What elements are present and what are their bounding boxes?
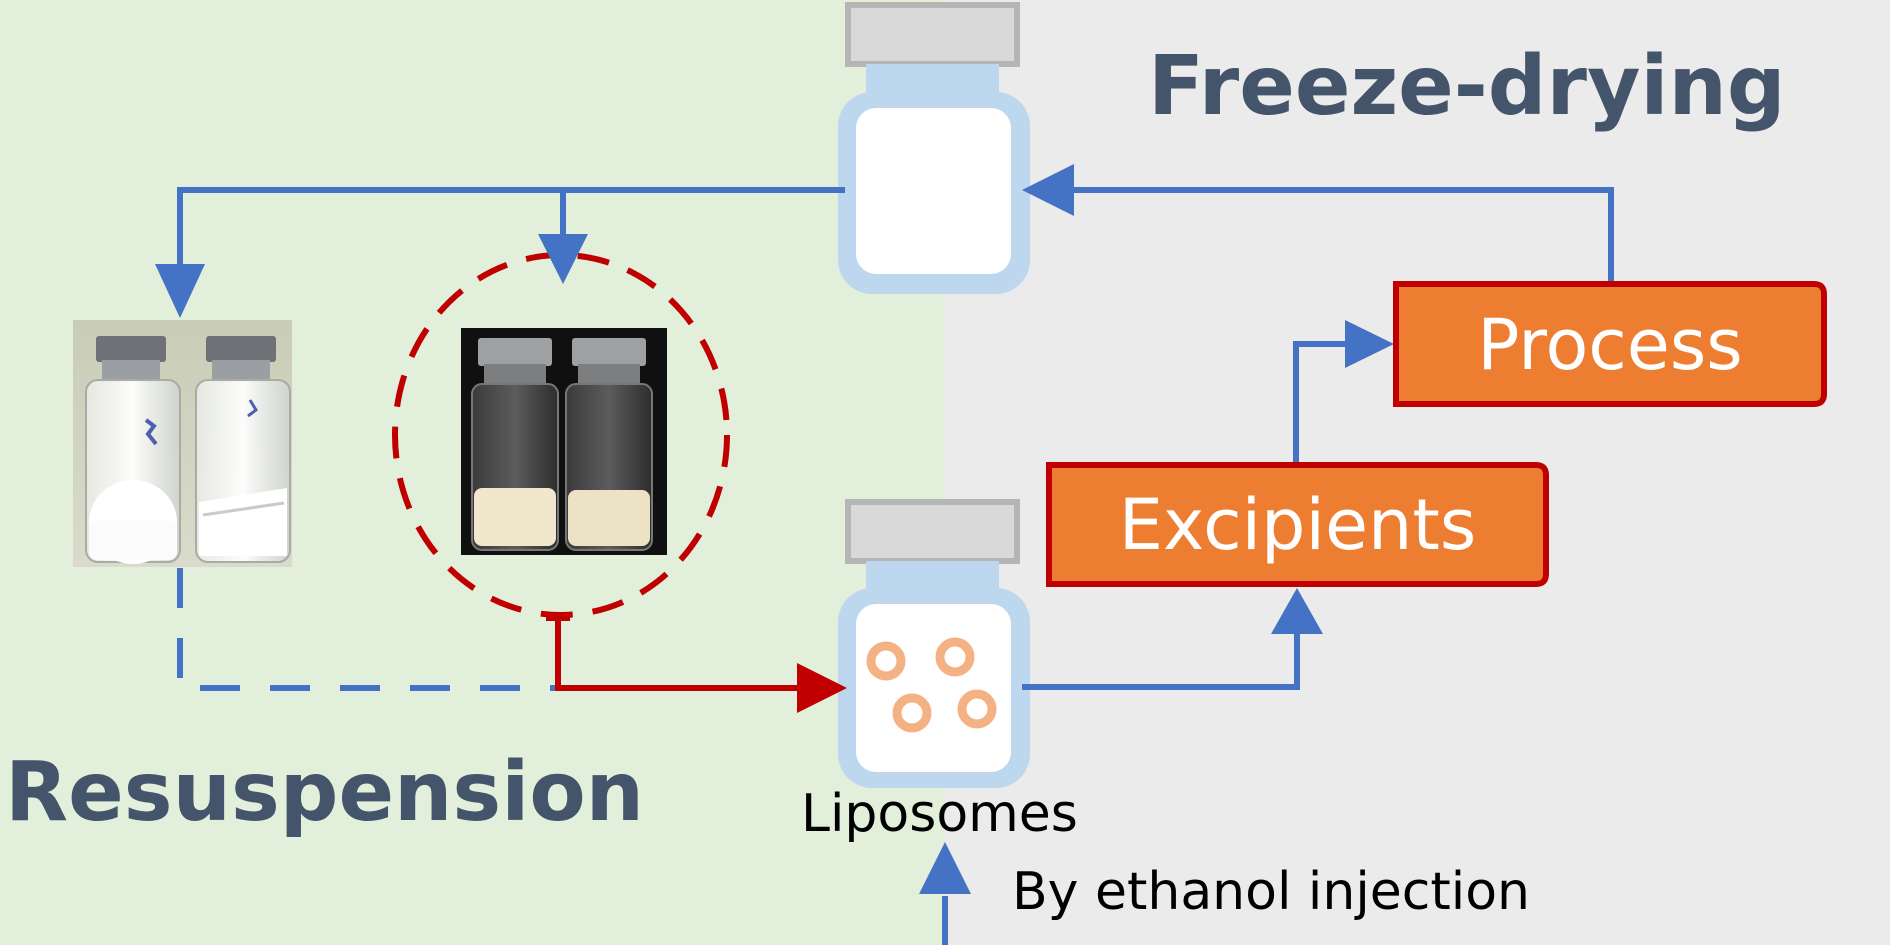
flow-arrows <box>177 187 1614 945</box>
dashed-return-line <box>177 568 558 691</box>
arrowhead-process <box>1345 320 1394 368</box>
arrow-liposomes-to-excipients <box>1022 633 1300 690</box>
liposome-3 <box>892 693 932 733</box>
arrowhead-red <box>797 663 847 713</box>
excipients-label: Excipients <box>1118 484 1477 566</box>
liposome-4 <box>957 689 997 729</box>
arrow-process-to-vial <box>1066 187 1614 284</box>
ethanol-injection-label: By ethanol injection <box>1012 862 1530 922</box>
arrow-excipients-to-process <box>1293 341 1345 465</box>
arrowhead-photo-1 <box>155 264 205 318</box>
arrowhead-photo-2 <box>538 234 588 284</box>
liposomes-label: Liposomes <box>801 784 1078 844</box>
liposome-1 <box>866 641 906 681</box>
process-box <box>1393 281 1827 407</box>
section-title-freeze-drying: Freeze-drying <box>1148 39 1786 134</box>
vials-photo-dark-background <box>461 328 667 555</box>
arrowhead-liposomes <box>919 842 971 894</box>
red-resuspension-arrow <box>546 615 800 691</box>
vial-empty-icon <box>838 2 1030 294</box>
excipients-box <box>1046 462 1549 587</box>
vials-photo-light-background <box>73 320 292 567</box>
arrowhead-excipients <box>1271 588 1323 634</box>
arrowhead-top-vial <box>1022 164 1074 216</box>
arrow-vial-to-photos <box>177 187 845 282</box>
vial-liposomes-icon <box>838 499 1030 788</box>
liposome-2 <box>935 637 975 677</box>
process-label: Process <box>1477 304 1743 386</box>
section-title-resuspension: Resuspension <box>5 745 645 840</box>
